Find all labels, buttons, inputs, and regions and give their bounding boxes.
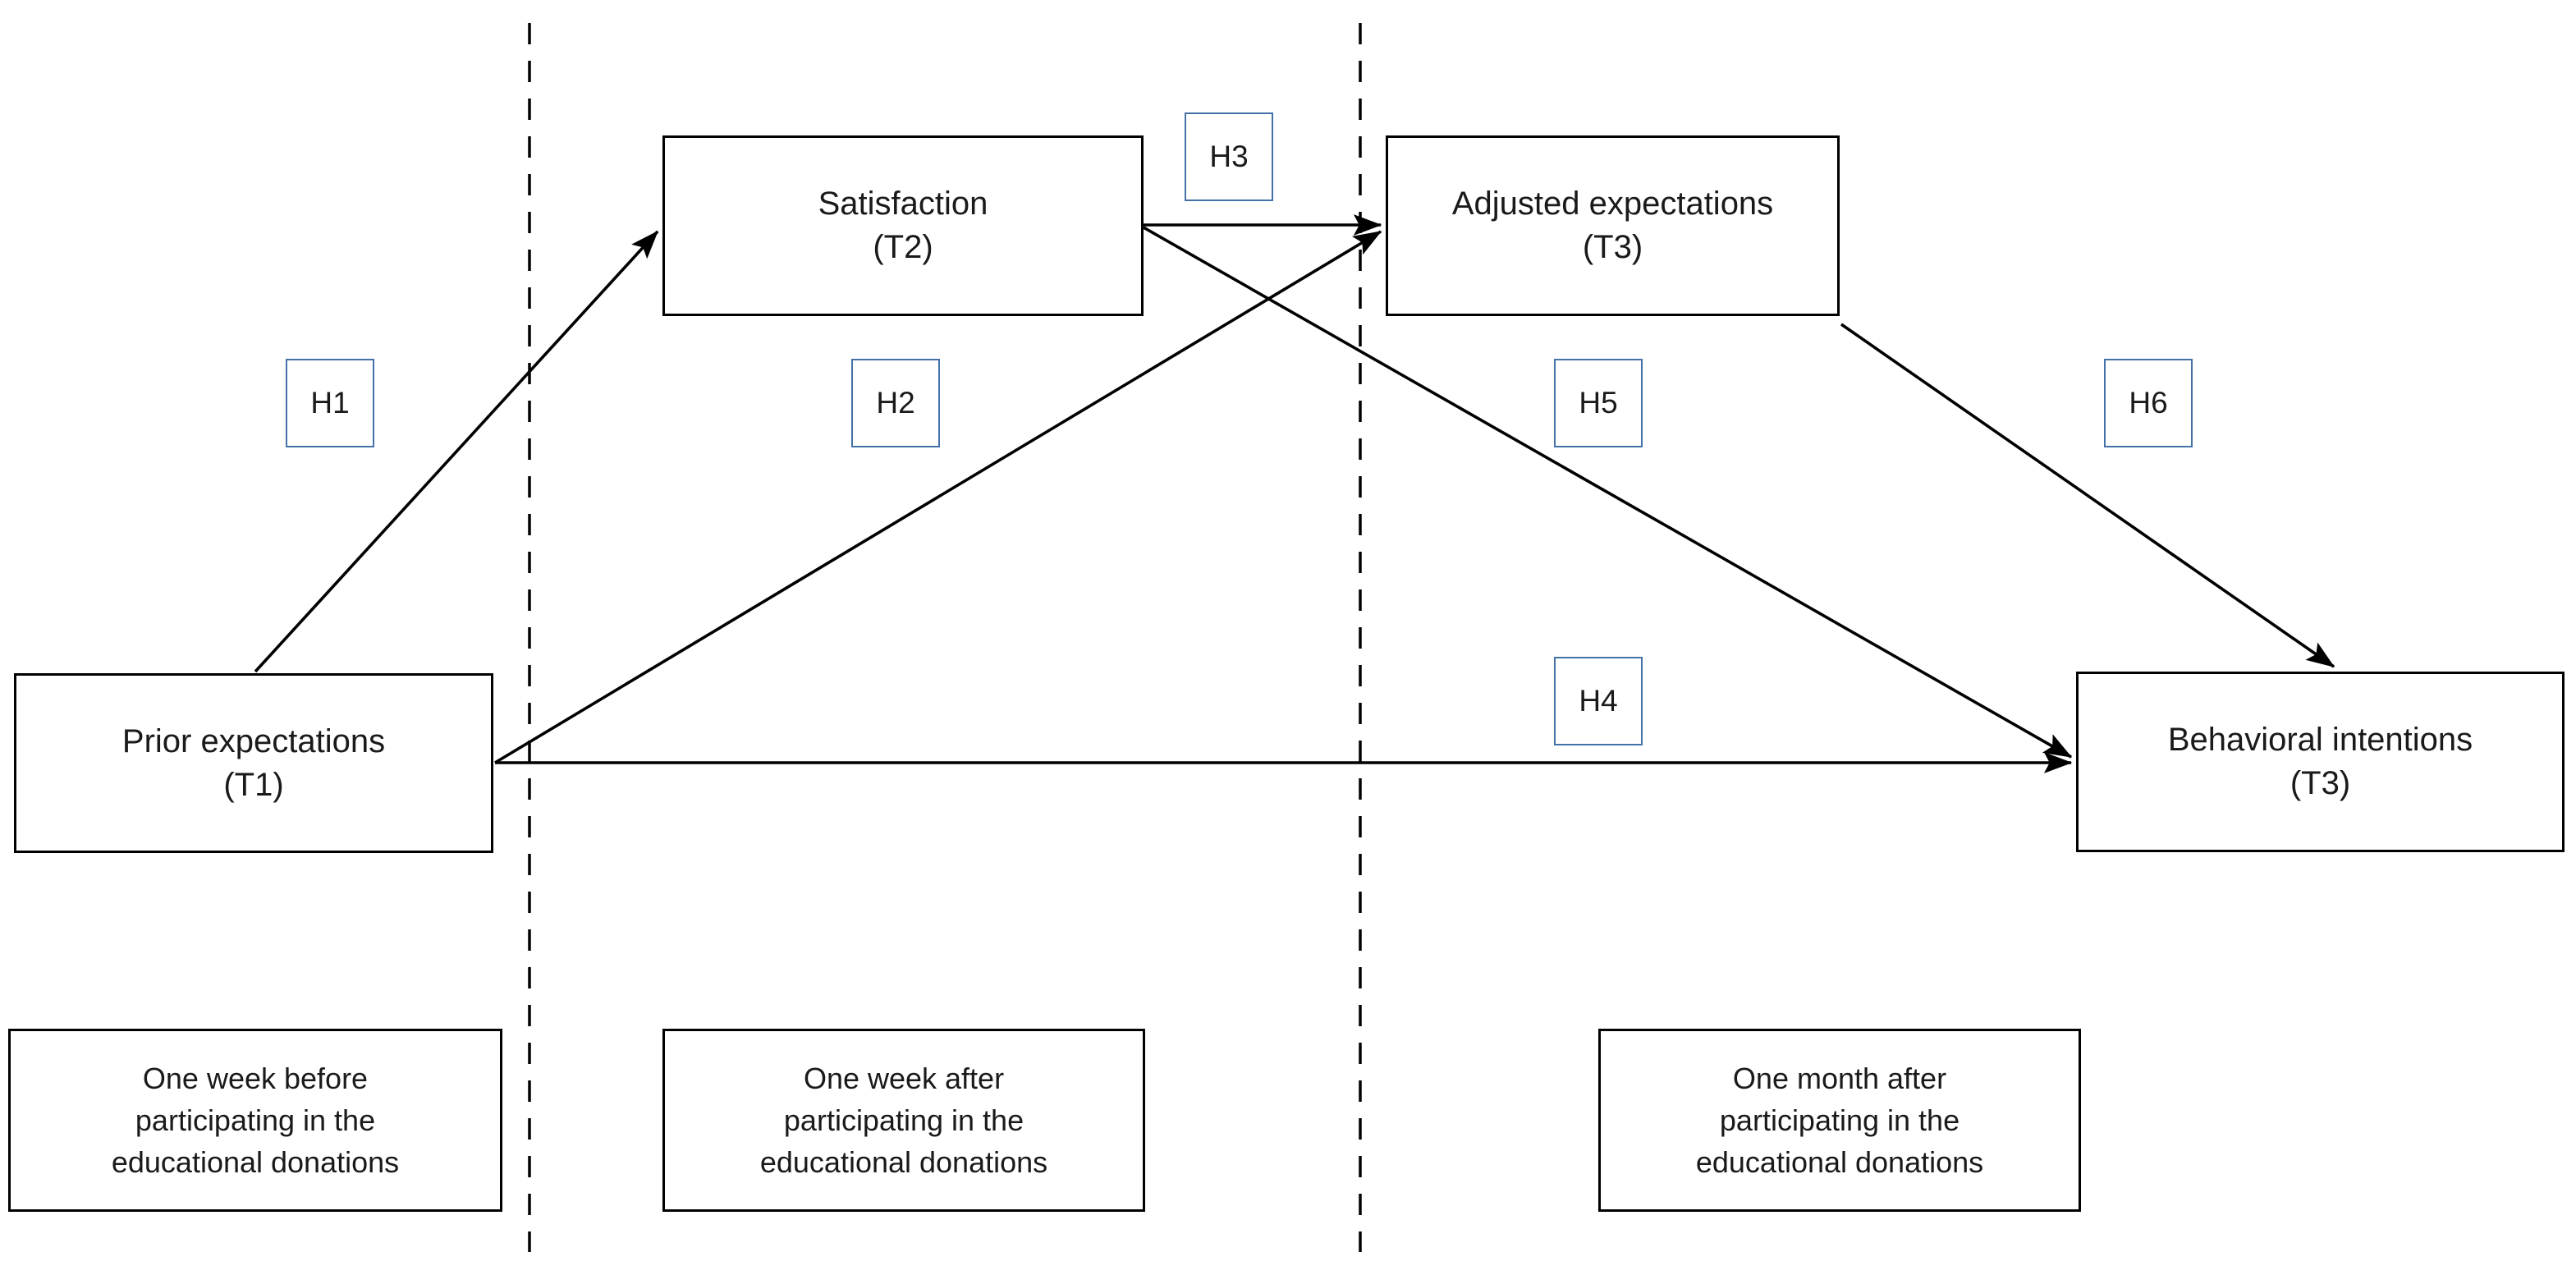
connector-h5 [1143, 226, 2073, 759]
phase-box-one-week-after-line2: participating in the [783, 1103, 1024, 1137]
node-prior-expectations-line1: Prior expectations [121, 722, 386, 759]
node-satisfaction[interactable]: Satisfaction (T2) [662, 135, 1144, 316]
phase-box-one-week-before-line3: educational donations [111, 1145, 400, 1180]
phase-box-one-week-before-line1: One week before [142, 1061, 369, 1095]
phase-box-one-month-after-line1: One month after [1732, 1061, 1947, 1095]
hypothesis-label-h5-text: H5 [1579, 386, 1618, 420]
hypothesis-label-h3-text: H3 [1209, 140, 1249, 173]
phase-box-one-month-after-line2: participating in the [1719, 1103, 1960, 1137]
hypothesis-label-h4[interactable]: H4 [1554, 657, 1643, 745]
node-satisfaction-line2: (T2) [873, 229, 933, 265]
node-adjusted-expectations[interactable]: Adjusted expectations (T3) [1386, 135, 1840, 316]
hypothesis-label-h3[interactable]: H3 [1185, 112, 1273, 201]
node-behavioral-intentions-line2: (T3) [2290, 765, 2351, 801]
node-adjusted-expectations-line2: (T3) [1582, 229, 1643, 265]
connector-h6 [1840, 323, 2335, 668]
phase-box-one-week-before-line2: participating in the [135, 1103, 376, 1137]
node-adjusted-expectations-line1: Adjusted expectations [1451, 186, 1774, 222]
node-satisfaction-line1: Satisfaction [818, 186, 988, 222]
node-behavioral-intentions[interactable]: Behavioral intentions (T3) [2076, 672, 2565, 852]
hypothesis-label-h6-text: H6 [2129, 386, 2168, 420]
hypothesis-label-h1-text: H1 [310, 386, 350, 420]
phase-box-one-week-before[interactable]: One week before participating in the edu… [8, 1029, 502, 1212]
node-behavioral-intentions-line1: Behavioral intentions [2167, 722, 2473, 759]
hypothesis-label-h1[interactable]: H1 [286, 359, 374, 447]
node-prior-expectations[interactable]: Prior expectations (T1) [14, 673, 493, 853]
phase-box-one-month-after-line3: educational donations [1695, 1145, 1984, 1180]
hypothesis-label-h6[interactable]: H6 [2104, 359, 2193, 447]
hypothesis-label-h2-text: H2 [876, 386, 915, 420]
node-prior-expectations-line2: (T1) [223, 766, 284, 803]
hypothesis-label-h2[interactable]: H2 [851, 359, 940, 447]
connector-h1 [254, 230, 659, 673]
hypothesis-label-h5[interactable]: H5 [1554, 359, 1643, 447]
phase-box-one-week-after[interactable]: One week after participating in the educ… [662, 1029, 1145, 1212]
phase-box-one-week-after-line1: One week after [803, 1061, 1005, 1095]
phase-box-one-week-after-line3: educational donations [759, 1145, 1048, 1180]
hypothesis-label-h4-text: H4 [1579, 684, 1618, 718]
phase-box-one-month-after[interactable]: One month after participating in the edu… [1598, 1029, 2081, 1212]
connector-h2 [494, 230, 1382, 764]
